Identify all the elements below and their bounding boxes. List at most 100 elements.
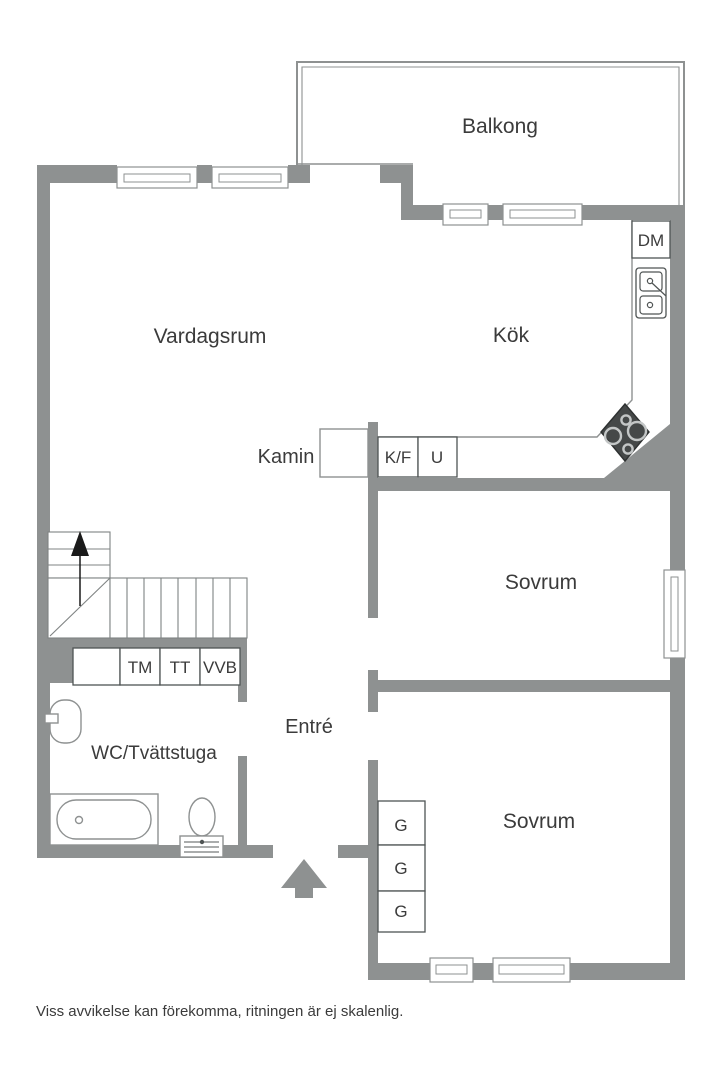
label-wardrobe-3: G: [394, 902, 407, 921]
window-bedroom-bottom-2-pane: [498, 964, 565, 975]
toilet-bowl: [188, 797, 216, 837]
wall-balcony-step-down: [401, 183, 413, 205]
stair-arrow-head-icon: [71, 531, 89, 556]
window-kitchen-2-pane: [509, 209, 576, 219]
toilet-flush-button: [199, 839, 205, 845]
sink-outline: [635, 267, 667, 319]
room-labels: Balkong Vardagsrum Kök Kamin K/F U DM So…: [91, 115, 664, 921]
window-living-room-1-pane: [123, 173, 191, 183]
balcony-inner-rail: [301, 66, 680, 205]
wall-kitchen-top-b: [582, 205, 685, 220]
disclaimer-text: Viss avvikelse kan förekomma, ritningen …: [36, 1003, 403, 1020]
balcony: [296, 61, 685, 205]
label-washing-machine: TM: [128, 658, 153, 677]
wall-kitchen-bottom: [368, 478, 622, 491]
laundry-cabinets: [72, 647, 241, 686]
wall-wc-right-upper: [238, 643, 247, 702]
entrance-arrow-icon: [281, 859, 327, 898]
wall-bedroom-bottom-left: [368, 760, 378, 980]
label-water-heater: VVB: [203, 658, 237, 677]
wall-left: [37, 165, 50, 858]
window-bedroom-bottom-1: [429, 957, 474, 983]
bathroom-fixtures: [44, 699, 224, 858]
staircase: [47, 531, 248, 639]
sink-tap: [651, 282, 667, 297]
bathtub-drain: [74, 815, 84, 825]
wall-top-a: [37, 165, 117, 183]
sink-basin-top: [639, 271, 663, 292]
wall-bedroom-middle-bottom: [378, 680, 670, 692]
wall-wc-top-left-chunk: [37, 638, 73, 683]
label-balcony: Balkong: [462, 115, 538, 138]
stove-burner-right: [626, 420, 648, 442]
wall-kitchen-diagonal-corner: [604, 424, 670, 491]
window-living-room-2-pane: [218, 173, 282, 183]
label-fireplace: Kamin: [258, 446, 315, 468]
stair-direction-arrow: [71, 531, 89, 606]
window-bedroom-middle-pane: [670, 576, 679, 652]
wall-top-pier-2: [288, 165, 310, 183]
label-wardrobe-1: G: [394, 816, 407, 835]
window-kitchen-2: [502, 203, 583, 226]
bathtub-outline: [49, 793, 159, 846]
label-oven: U: [431, 448, 443, 467]
stove-burner-left: [603, 426, 623, 446]
wall-under-stairs: [37, 638, 247, 650]
window-kitchen-1-pane: [449, 209, 482, 219]
wall-top-pier-1: [197, 165, 212, 183]
label-entry: Entré: [285, 716, 333, 738]
wall-kitchen-top-pier: [488, 205, 503, 220]
wardrobe-box-3: [377, 890, 426, 933]
label-bedroom-middle: Sovrum: [505, 571, 577, 594]
wall-entry-bottom-b: [338, 845, 368, 858]
label-bedroom-bottom: Sovrum: [503, 810, 575, 833]
label-wardrobe-2: G: [394, 859, 407, 878]
label-wc-laundry: WC/Tvättstuga: [91, 743, 217, 764]
wall-right-lower: [670, 658, 685, 980]
balcony-outer-rail: [296, 61, 685, 205]
wall-balcony-step-top: [380, 165, 413, 183]
kitchen-fixtures: [319, 220, 671, 478]
wall-kitchen-top-a: [401, 205, 443, 220]
dishwasher-box: [631, 220, 671, 259]
wardrobes: [377, 800, 426, 933]
bathtub-inner: [56, 799, 152, 840]
toilet: [179, 797, 224, 858]
wardrobe-box-1: [377, 800, 426, 846]
wall-bedroom-middle-bottom-cap: [368, 670, 378, 712]
washbasin: [44, 699, 82, 744]
windows: [116, 166, 686, 983]
wall-bedroom-middle-left: [368, 422, 378, 618]
dryer-box: [159, 647, 201, 686]
label-kitchen: Kök: [493, 324, 530, 347]
kitchen-sink: [635, 267, 667, 319]
stove-burner-top: [620, 414, 632, 426]
sink-drain-top: [646, 277, 654, 285]
label-dryer: TT: [170, 658, 191, 677]
label-living-room: Vardagsrum: [154, 325, 267, 348]
sink-drain-bottom: [646, 301, 654, 309]
fridge-freezer-box: [377, 436, 419, 478]
oven-box: [417, 436, 458, 478]
walls: [37, 165, 685, 980]
label-fridge-freezer: K/F: [385, 448, 411, 467]
wall-entry-bottom-a: [37, 845, 273, 858]
stove-burner-bottom: [622, 443, 634, 455]
stove: [600, 402, 650, 463]
window-living-room-1: [116, 166, 198, 189]
water-heater-box: [199, 647, 241, 686]
fireplace-box: [319, 428, 369, 478]
window-bedroom-middle: [663, 569, 686, 659]
bathtub: [49, 793, 159, 846]
wall-right-upper: [670, 220, 685, 570]
cabinet-blank: [72, 647, 121, 686]
label-dishwasher: DM: [638, 231, 664, 250]
window-bedroom-bottom-1-pane: [435, 964, 468, 975]
sink-basin-bottom: [639, 295, 663, 315]
window-living-room-2: [211, 166, 289, 189]
wall-wc-right-lower: [238, 756, 247, 856]
window-bedroom-bottom-2: [492, 957, 571, 983]
window-kitchen-1: [442, 203, 489, 226]
